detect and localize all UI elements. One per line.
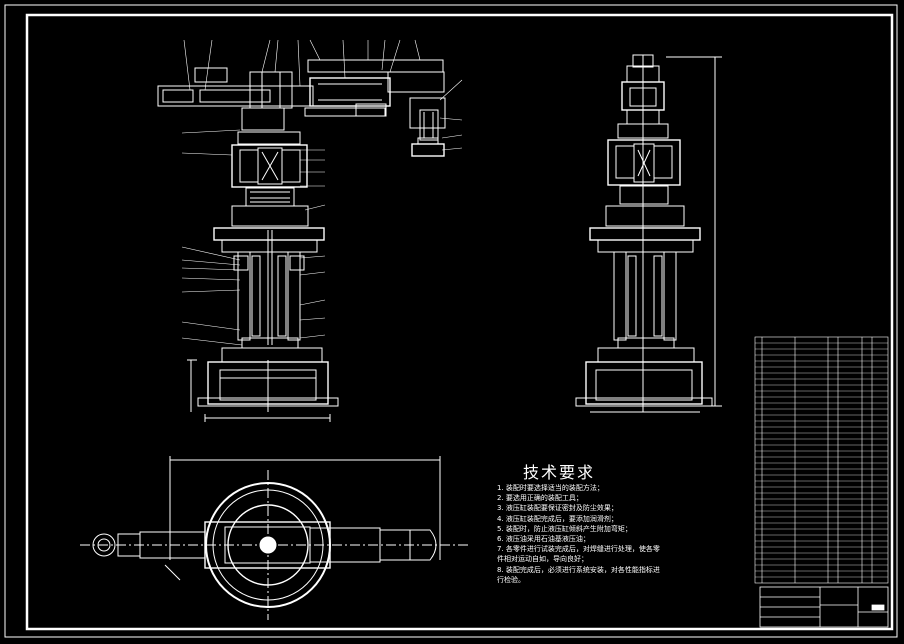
front-view-leaders (181, 39, 463, 346)
requirement-item: 2. 要选用正确的装配工具； (497, 494, 583, 503)
requirement-item: 3. 液压缸装配要保证密封及防尘效果； (497, 504, 618, 513)
drawing-frame (4, 4, 898, 638)
side-view (575, 54, 722, 413)
front-view (157, 59, 446, 422)
requirement-item: 6. 液压油采用石油基液压油； (497, 535, 590, 544)
requirement-item: 5. 装配时，防止液压缸倾斜产生附加弯矩； (497, 524, 632, 533)
parts-list-rows (755, 342, 888, 578)
requirement-item: 7. 各零件进行试装完成后，对焊缝进行处理，使各零件相对运动自如，导向良好； (497, 545, 660, 564)
technical-requirements-title: 技术要求 (523, 463, 596, 482)
top-view (80, 456, 470, 620)
requirement-item: 4. 液压缸装配完成后，要添加润滑剂； (497, 514, 618, 523)
parts-list (754, 336, 889, 584)
requirement-item: 8. 装配完成后，必须进行系统安装，对各性能指标进行检验。 (497, 565, 660, 584)
requirement-item: 1. 装配时要选择适当的装配方法； (497, 484, 604, 492)
technical-requirements-list: 1. 装配时要选择适当的装配方法； 2. 要选用正确的装配工具； 3. 液压缸装… (497, 483, 662, 585)
title-block (759, 586, 889, 628)
